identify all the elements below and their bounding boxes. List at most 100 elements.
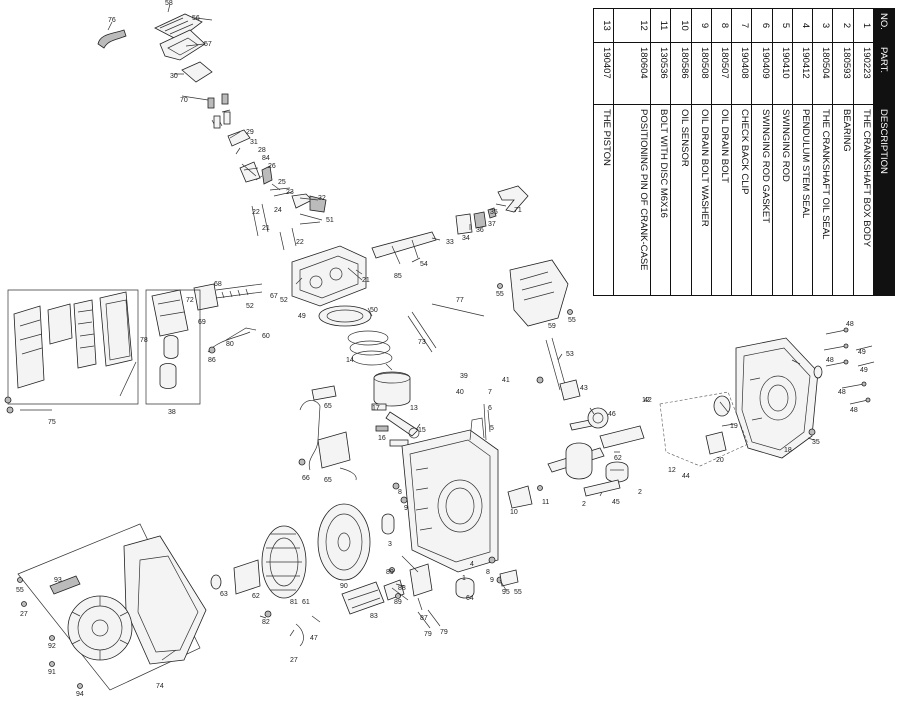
callout-46: 46: [608, 411, 616, 418]
oil-sensor: [381, 376, 544, 599]
cell-description: SWINGING ROD: [772, 104, 793, 296]
callout-52b: 52: [280, 297, 288, 304]
callout-48b: 48: [826, 357, 834, 364]
callout-57: 57: [204, 41, 212, 48]
callout-1: 1: [462, 575, 466, 582]
recoil-starter-shroud: [17, 523, 207, 691]
cell-description: OIL DRAIN BOLT WASHER: [691, 104, 712, 296]
callout-60: 60: [262, 333, 270, 340]
rocker-cover-group: [97, 13, 327, 251]
cell-description: BEARING: [833, 104, 854, 296]
callout-67: 67: [270, 293, 278, 300]
callout-15: 15: [418, 427, 426, 434]
callout-72: 72: [186, 297, 194, 304]
callout-55b: 55: [568, 317, 576, 324]
callout-30: 30: [170, 73, 178, 80]
callout-5: 5: [490, 425, 494, 432]
callout-2b: 2: [638, 489, 642, 496]
callout-42: 42: [644, 397, 652, 404]
callout-33: 33: [446, 239, 454, 246]
header-description: DESCRIPTION: [873, 104, 895, 296]
callout-66: 66: [302, 475, 310, 482]
cell-part: 190412: [792, 42, 813, 105]
callout-14: 14: [346, 357, 354, 364]
cell-part: 180504: [812, 42, 833, 105]
breather-cover: [497, 259, 573, 327]
cell-no: 13: [593, 8, 614, 43]
callout-19: 19: [730, 423, 738, 430]
callout-49c: 49: [860, 367, 868, 374]
callout-70: 70: [180, 97, 188, 104]
cover-bolts: [823, 327, 875, 405]
leader-lines: [20, 3, 815, 661]
crankshaft-camshaft: [547, 379, 645, 497]
carburetor-intake: [145, 283, 263, 405]
cell-part: 190410: [772, 42, 793, 105]
callout-93: 93: [54, 577, 62, 584]
cell-no: 7: [731, 8, 752, 43]
callout-25: 25: [278, 179, 286, 186]
callout-54: 54: [420, 261, 428, 268]
ignition-coil: [208, 327, 357, 481]
callout-35b: 35: [812, 439, 820, 446]
callout-28: 28: [258, 147, 266, 154]
callout-80b: 86: [208, 357, 216, 364]
callout-36: 36: [476, 227, 484, 234]
callout-62b: 62: [252, 593, 260, 600]
header-part: PART.: [873, 42, 895, 105]
cell-part: 190407: [593, 42, 614, 105]
cell-no: 6: [752, 8, 773, 43]
cell-part: 180593: [833, 42, 854, 105]
callout-95: 95: [502, 589, 510, 596]
cylinder-gasket-rings: [318, 305, 420, 447]
cell-part: 130536: [650, 42, 671, 105]
callout-51: 51: [326, 217, 334, 224]
callout-61: 61: [302, 599, 310, 606]
parts-table-header-row: NO. PART. DESCRIPTION: [873, 8, 895, 296]
cell-no: 8: [711, 8, 732, 43]
callout-39: 39: [460, 373, 468, 380]
callout-59: 59: [548, 323, 556, 330]
callout-22: 22: [252, 209, 260, 216]
callout-71: 71: [514, 207, 522, 214]
callout-8b: 8: [486, 569, 490, 576]
callout-89: 89: [386, 569, 394, 576]
callout-9b: 9: [490, 577, 494, 584]
callout-43: 43: [580, 385, 588, 392]
cell-no: 1: [853, 8, 874, 43]
crankcase-body: [392, 403, 499, 573]
callout-21b: 21: [362, 277, 370, 284]
cell-part: 190408: [731, 42, 752, 105]
callout-18: 18: [784, 447, 792, 454]
callout-55: 55: [496, 291, 504, 298]
valve-train-right: [371, 185, 529, 265]
flywheel-fan: [210, 503, 371, 647]
callout-90: 90: [340, 583, 348, 590]
callout-48c: 48: [838, 389, 846, 396]
callout-38: 38: [168, 409, 176, 416]
callout-85: 85: [394, 273, 402, 280]
callout-12b: 12: [642, 397, 650, 404]
callout-31: 31: [250, 139, 258, 146]
callout-24: 24: [274, 207, 282, 214]
callout-79: 79: [424, 631, 432, 638]
cell-description: THE PISTON: [593, 104, 614, 296]
callout-37: 37: [488, 221, 496, 228]
callout-47: 47: [310, 635, 318, 642]
callout-69: 69: [198, 319, 206, 326]
callout-48d: 48: [850, 407, 858, 414]
callout-11: 11: [542, 499, 549, 506]
cell-description: THE CRANKSHAFT OIL SEAL: [812, 104, 833, 296]
